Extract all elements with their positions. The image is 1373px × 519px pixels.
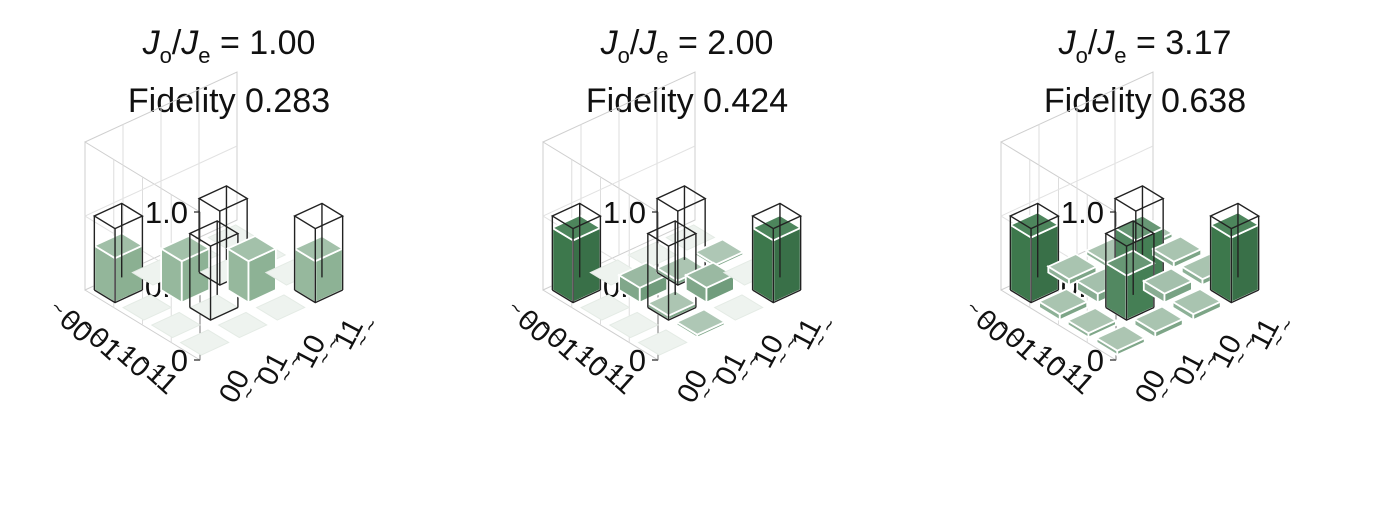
bar-11-01	[217, 311, 268, 339]
bar-01-00	[1037, 287, 1090, 322]
bar-face-top	[1046, 252, 1099, 281]
bar-00-00	[1008, 202, 1061, 305]
bar-11-10	[1170, 287, 1223, 322]
bar-11-10	[255, 294, 306, 321]
bar-10-01	[188, 220, 240, 321]
z-tick-label: 1.0	[603, 195, 646, 230]
bar-01-11	[1151, 235, 1204, 270]
floor-tile	[122, 294, 173, 321]
bar-10-10	[683, 261, 736, 305]
bar-00-00	[550, 202, 603, 305]
back-wall-right	[542, 71, 696, 291]
bar-10-01	[645, 220, 698, 322]
bar-01-00	[122, 294, 173, 321]
panel-2-title: Jo/Je = 2.00	[600, 24, 774, 68]
floor-tile	[627, 241, 678, 269]
bar-11-00	[179, 329, 230, 356]
bar-face-top	[1037, 287, 1090, 316]
panel-1-subtitle: Fidelity 0.283	[127, 82, 331, 120]
bar-face-top	[693, 238, 746, 266]
bar-face-top	[1094, 324, 1147, 352]
floor-tile	[188, 294, 239, 321]
ideal-wireframe	[1104, 220, 1156, 321]
panel-3: Jo/Je = 3.17 Fidelity 0.638 00.51.000~ ~…	[916, 0, 1373, 519]
bar-11-01	[674, 308, 727, 340]
floor-tile	[713, 294, 764, 321]
bar-10-00	[608, 311, 659, 339]
floor-tile	[179, 329, 230, 356]
bar-11-11	[1208, 202, 1261, 305]
bar-11-00	[637, 329, 688, 356]
bar-10-10	[225, 234, 278, 305]
bar-01-01	[617, 261, 670, 305]
bar-10-00	[150, 311, 201, 339]
bar-face-top	[683, 261, 736, 289]
bar-face-top	[1170, 287, 1223, 316]
bar-11-01	[1132, 305, 1185, 340]
panel-1: Jo/Je = 1.00 Fidelity 0.283 00.51.000~ ~…	[0, 0, 458, 519]
bar-00-10	[627, 241, 678, 269]
bar-01-00	[580, 294, 631, 321]
bar-10-00	[1065, 306, 1118, 340]
floor-tile	[150, 311, 201, 339]
floor-tile	[637, 329, 688, 356]
z-tick-label: 1.0	[145, 195, 188, 230]
bar-face-top	[1065, 306, 1118, 335]
bar-01-11	[693, 238, 746, 270]
bar-10-10	[1141, 267, 1194, 305]
panel-1-bar3d-chart: 00.51.000~ ~01~ ~10~ ~11~ ~00~ ~01~ ~10~…	[46, 71, 384, 408]
panel-3-bar3d-chart: 00.51.000~ ~01~ ~10~ ~11~ ~00~ ~01~ ~10~…	[962, 71, 1300, 408]
floor-tile	[608, 311, 659, 339]
bar-face-top	[1132, 305, 1185, 333]
bar-face-top	[159, 234, 212, 263]
bar-11-10	[713, 294, 764, 321]
ideal-wireframe	[293, 202, 345, 304]
bar-10-01	[1103, 220, 1156, 322]
z-tick-label: 0	[629, 343, 646, 378]
chart-3-geometry: 00.51.000~ ~01~ ~10~ ~11~ ~00~ ~01~ ~10~…	[962, 71, 1300, 408]
bar-face-top	[1151, 235, 1204, 263]
floor-tile	[217, 311, 268, 339]
bar-11-11	[750, 202, 803, 305]
panel-3-subtitle: Fidelity 0.638	[1043, 82, 1247, 120]
z-tick-label: 1.0	[1061, 195, 1104, 230]
panel-3-title: Jo/Je = 3.17	[1058, 24, 1232, 68]
bar-face-top	[1141, 267, 1194, 295]
chart-2-geometry: 00.51.000~ ~01~ ~10~ ~11~ ~00~ ~01~ ~10~…	[504, 71, 842, 408]
z-tick-label: 0	[1087, 343, 1104, 378]
panel-2-bar3d-chart: 00.51.000~ ~01~ ~10~ ~11~ ~00~ ~01~ ~10~…	[504, 71, 842, 408]
bar-11-11	[292, 202, 345, 305]
bar-00-00	[92, 202, 145, 305]
chart-1-geometry: 00.51.000~ ~01~ ~10~ ~11~ ~00~ ~01~ ~10~…	[46, 71, 384, 408]
ideal-wireframe	[188, 220, 240, 321]
z-tick-label: 0	[171, 343, 188, 378]
panel-2-subtitle: Fidelity 0.424	[585, 82, 789, 120]
bar-11-00	[1094, 324, 1147, 357]
bar-face-top	[674, 308, 727, 336]
bar-face-top	[225, 234, 278, 263]
bar-face-top	[617, 261, 670, 289]
ideal-wireframe	[751, 202, 803, 304]
panel-2: Jo/Je = 2.00 Fidelity 0.424 00.51.000~ ~…	[458, 0, 916, 519]
floor-tile	[580, 294, 631, 321]
panel-1-title: Jo/Je = 1.00	[142, 24, 316, 68]
floor-tile	[255, 294, 306, 321]
bar-01-01	[159, 234, 212, 305]
ideal-wireframe	[1209, 202, 1261, 304]
